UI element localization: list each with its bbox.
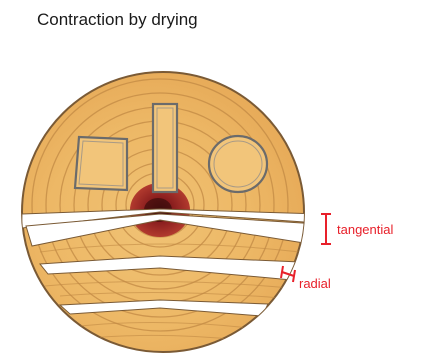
circle-sample <box>209 136 267 192</box>
tangential-marker <box>321 214 331 244</box>
radial-label: radial <box>299 276 331 291</box>
tangential-label: tangential <box>337 222 393 237</box>
